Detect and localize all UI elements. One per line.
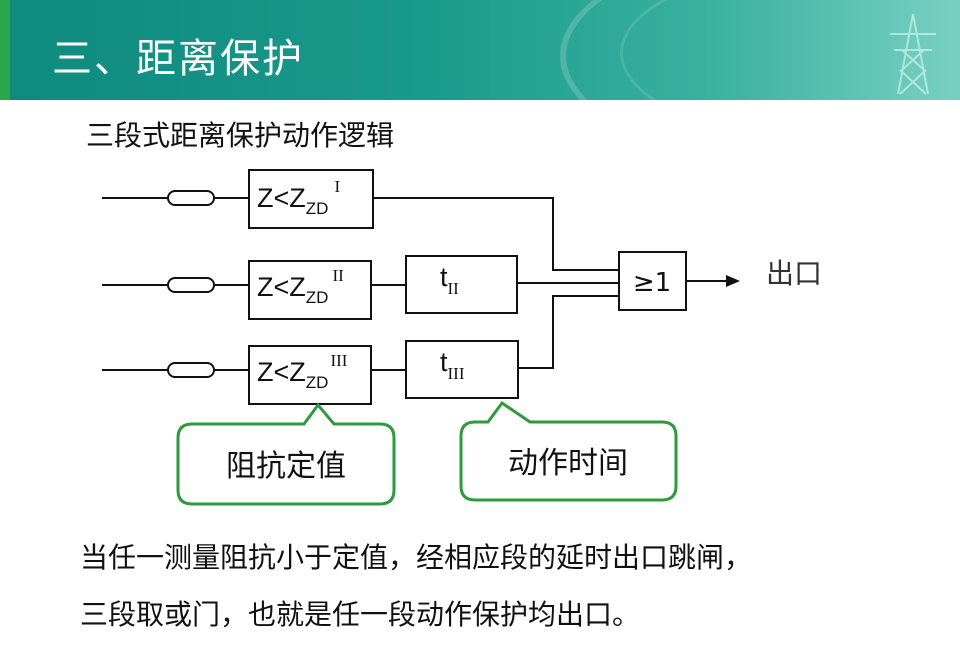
relay-label: Z<Z (257, 272, 306, 302)
relay-label: Z<Z (257, 183, 306, 213)
timer-box-2: tIII (405, 340, 519, 399)
timer-subscript: III (448, 364, 465, 383)
svg-text:Z<ZZDII: Z<ZZDII (257, 266, 344, 307)
description-line-2: 三段取或门，也就是任一段动作保护均出口。 (80, 598, 641, 631)
output-label: 出口 (766, 257, 822, 290)
output-arrow-icon (726, 275, 740, 287)
description-line-1: 当任一测量阻抗小于定值，经相应段的延时出口跳闸， (80, 541, 753, 574)
callout-impedance-text: 阻抗定值 (226, 449, 346, 484)
relay-box-3: Z<ZZDIII (248, 345, 372, 405)
page-title: 三、距离保护 (52, 36, 304, 82)
timer-box-1: tII (405, 255, 518, 314)
relay-superscript: I (334, 177, 340, 196)
svg-text:Z<ZZDI: Z<ZZD I (257, 177, 340, 218)
svg-text:tII: tII (440, 262, 459, 298)
relay-superscript: III (330, 351, 347, 370)
wiring (102, 197, 728, 371)
or-gate-label: ≥1 (633, 268, 671, 298)
contact-symbol-2 (167, 277, 215, 293)
svg-text:Z<ZZDIII: Z<ZZDIII (257, 351, 348, 392)
relay-subscript: ZD (306, 373, 329, 392)
svg-text:tIII: tIII (440, 347, 465, 383)
callout-action-time: 动作时间 (459, 400, 678, 502)
relay-label: Z<Z (257, 357, 306, 387)
relay-subscript: ZD (306, 288, 329, 307)
header-banner: 三、距离保护 (0, 0, 960, 100)
relay-superscript: II (332, 266, 344, 285)
relay-box-2: Z<ZZDII (248, 260, 372, 320)
power-tower-icon (890, 13, 936, 95)
callout-action-time-text: 动作时间 (508, 446, 628, 481)
relay-box-1: Z<ZZD I (248, 169, 374, 229)
header-accent-bar (0, 0, 10, 100)
or-gate: ≥1 (618, 251, 687, 311)
header-decoration-2 (620, 0, 960, 100)
header-decoration (560, 0, 960, 100)
timer-subscript: II (448, 279, 460, 298)
diagram-subtitle: 三段式距离保护动作逻辑 (86, 119, 395, 152)
timer-label: t (440, 262, 448, 292)
timer-label: t (440, 347, 448, 377)
contact-symbol-1 (167, 190, 215, 206)
callout-impedance: 阻抗定值 (176, 402, 396, 506)
relay-subscript: ZD (306, 199, 329, 218)
contact-symbol-3 (167, 362, 215, 378)
